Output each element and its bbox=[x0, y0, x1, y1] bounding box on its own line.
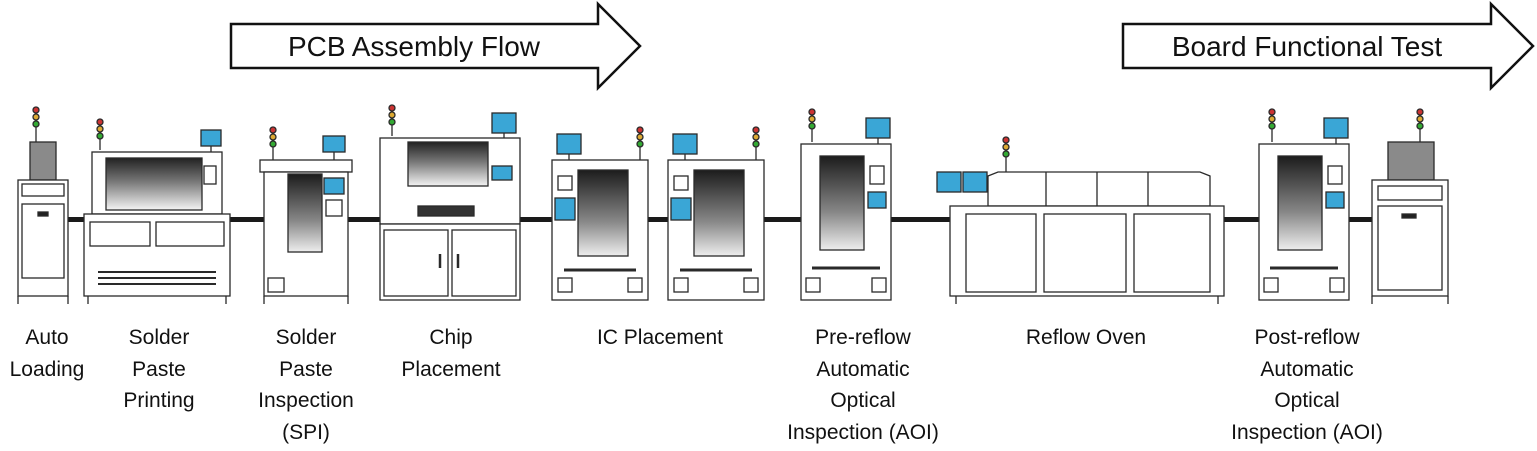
label-chip-placement: Chip Placement bbox=[401, 326, 501, 381]
label-ic-placement: IC Placement bbox=[596, 326, 724, 349]
spi-machine bbox=[259, 126, 353, 304]
board-functional-test-arrow: Board Functional Test bbox=[1121, 0, 1535, 92]
pcb-assembly-flow-arrow: PCB Assembly Flow bbox=[229, 0, 642, 92]
label-solder-paste-printing: Solder Paste Printing bbox=[123, 326, 195, 412]
label-spi: Solder Paste Inspection (SPI) bbox=[258, 326, 354, 444]
label-auto-loading: Auto Loading bbox=[9, 326, 85, 381]
label-reflow-oven: Reflow Oven bbox=[1025, 326, 1147, 349]
auto-loading-machine bbox=[17, 106, 69, 304]
chip-placement-machine bbox=[379, 104, 521, 301]
reflow-oven-machine bbox=[936, 136, 1225, 304]
label-post-reflow-aoi: Post-reflow Automatic Optical Inspection… bbox=[1231, 326, 1383, 444]
label-pre-reflow-aoi: Pre-reflow Automatic Optical Inspection … bbox=[787, 326, 939, 444]
ic-placement-machine-1 bbox=[551, 126, 649, 301]
pre-reflow-aoi-machine bbox=[800, 108, 892, 301]
solder-paste-printer bbox=[83, 118, 231, 304]
pcb-assembly-flow-label: PCB Assembly Flow bbox=[288, 31, 541, 62]
auto-unloading-machine bbox=[1371, 108, 1449, 304]
board-functional-test-label: Board Functional Test bbox=[1172, 31, 1443, 62]
ic-placement-machine-2 bbox=[667, 126, 765, 301]
post-reflow-aoi-machine bbox=[1258, 108, 1350, 301]
